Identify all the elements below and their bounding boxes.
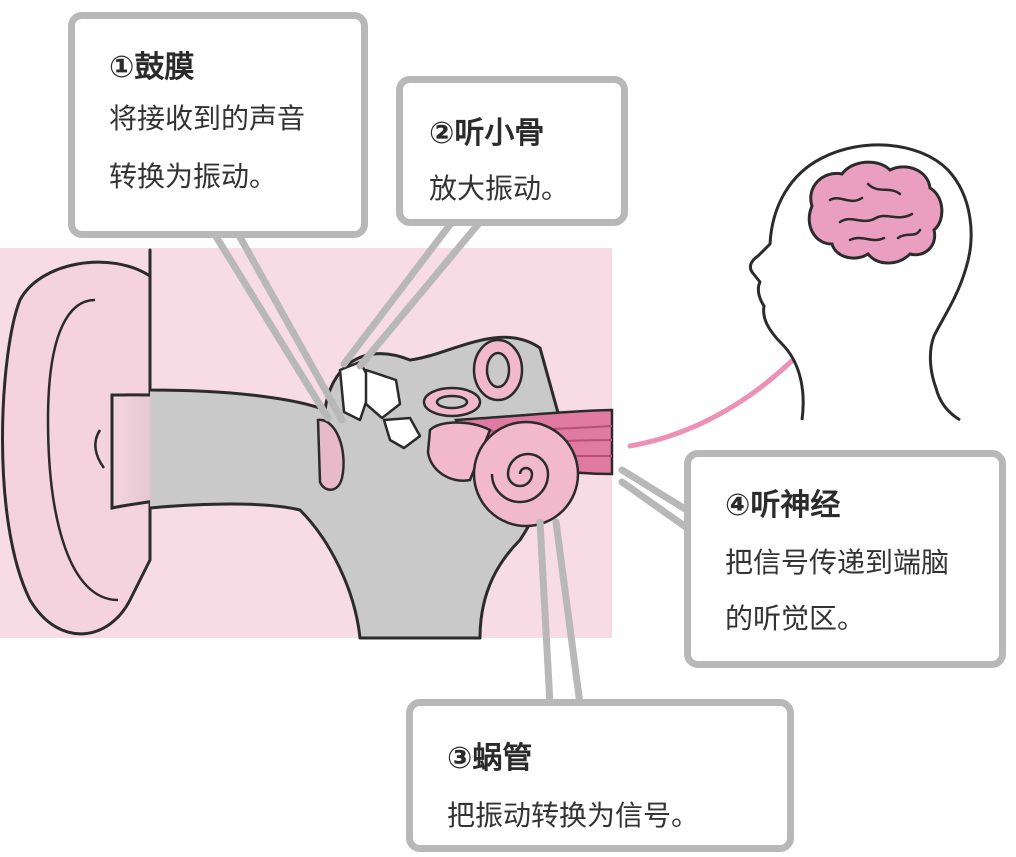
- pointer-cochlea: [536, 518, 554, 708]
- callout-nerve: ④听神经 把信号传递到端脑 的听觉区。: [684, 450, 1006, 668]
- ossicles: [338, 360, 422, 450]
- brain: [807, 160, 944, 265]
- callout-nerve-title: ④听神经: [725, 488, 841, 523]
- pointer-eardrum: [208, 226, 332, 422]
- outer-ear: [1, 248, 152, 636]
- callout-cochlea: ③蜗管 把振动转换为信号。: [406, 699, 794, 852]
- pointer-ossicles-2: [356, 218, 484, 370]
- callout-eardrum-line-2: 转换为振动。: [109, 160, 278, 193]
- callout-ossicles-line-1: 放大振动。: [429, 172, 570, 205]
- pointer-eardrum-2: [232, 226, 346, 424]
- callout-eardrum: ①鼓膜 将接收到的声音 转换为振动。: [68, 12, 368, 238]
- pointer-ossicles: [340, 218, 456, 368]
- callout-cochlea-title: ③蜗管: [447, 741, 533, 776]
- pointer-cochlea-2: [552, 518, 584, 708]
- callout-nerve-line-1: 把信号传递到端脑: [725, 546, 950, 579]
- pointer-nerve-2: [618, 478, 694, 534]
- semicircular-canals: [422, 338, 524, 418]
- callout-nerve-line-2: 的听觉区。: [725, 602, 866, 635]
- eardrum: [316, 418, 345, 491]
- cochlea: [426, 420, 580, 528]
- callout-ossicles: ②听小骨 放大振动。: [396, 76, 628, 226]
- callout-eardrum-line-1: 将接收到的声音: [109, 102, 306, 135]
- pointer-nerve: [618, 466, 694, 516]
- callout-ossicles-title: ②听小骨: [429, 116, 545, 151]
- callout-pointers: [208, 218, 694, 708]
- callout-eardrum-title: ①鼓膜: [109, 50, 195, 85]
- callout-cochlea-line-1: 把振动转换为信号。: [447, 799, 700, 832]
